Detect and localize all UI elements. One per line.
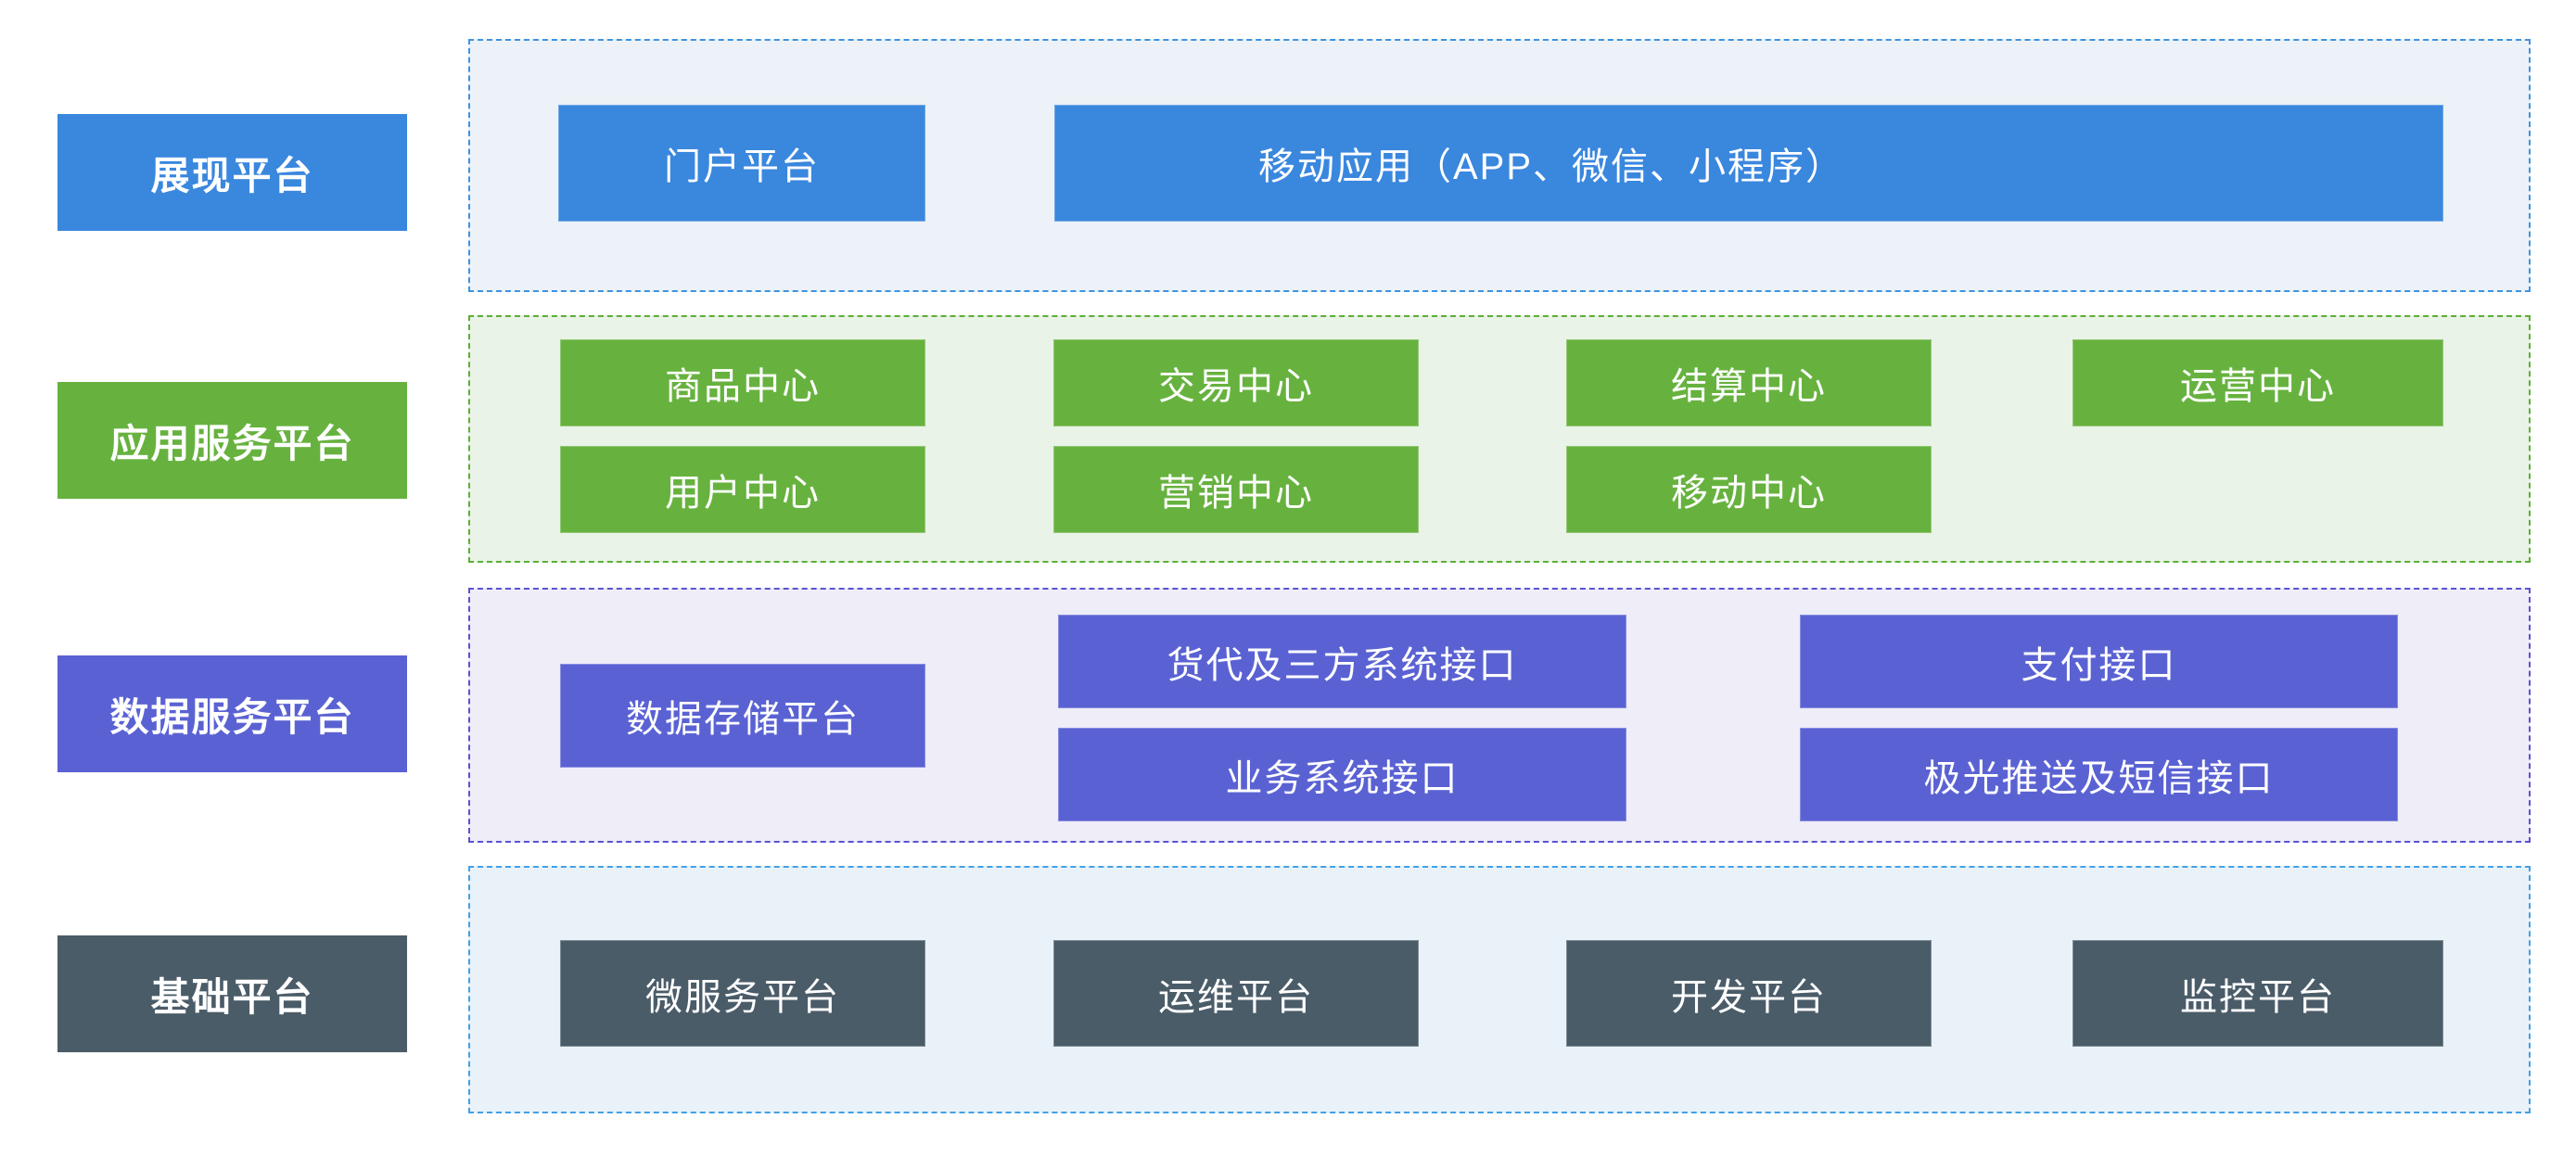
node-dev-platform: 开发平台 [1566,940,1932,1047]
row-container-base-platform: 微服务平台 运维平台 开发平台 监控平台 [468,866,2531,1113]
node-mobile-apps: 移动应用（APP、微信、小程序） [1054,105,2443,222]
node-ops-platform: 运维平台 [1053,940,1419,1047]
node-operation-center: 运营中心 [2072,339,2443,426]
node-marketing-center: 营销中心 [1053,446,1419,533]
node-business-system-api: 业务系统接口 [1058,728,1626,821]
node-payment-api: 支付接口 [1800,615,2398,708]
node-monitor-platform: 监控平台 [2072,940,2443,1047]
node-product-center: 商品中心 [560,339,925,426]
node-microservice-platform: 微服务平台 [560,940,925,1047]
row-container-application-services: 商品中心 交易中心 结算中心 运营中心 用户中心 营销中心 移动中心 [468,315,2531,563]
node-freight-third-party-api: 货代及三方系统接口 [1058,615,1626,708]
node-user-center: 用户中心 [560,446,925,533]
node-settlement-center: 结算中心 [1566,339,1932,426]
node-jpush-sms-api: 极光推送及短信接口 [1800,728,2398,821]
node-trade-center: 交易中心 [1053,339,1419,426]
row-label-presentation: 展现平台 [57,114,407,231]
node-data-storage-platform: 数据存储平台 [560,664,925,768]
row-container-presentation: 门户平台 移动应用（APP、微信、小程序） [468,39,2531,292]
row-label-base-platform: 基础平台 [57,935,407,1052]
row-label-data-services: 数据服务平台 [57,655,407,772]
node-portal-platform: 门户平台 [558,105,925,222]
row-label-application-services: 应用服务平台 [57,382,407,499]
node-mobile-center: 移动中心 [1566,446,1932,533]
row-container-data-services: 数据存储平台 货代及三方系统接口 支付接口 业务系统接口 极光推送及短信接口 [468,588,2531,843]
